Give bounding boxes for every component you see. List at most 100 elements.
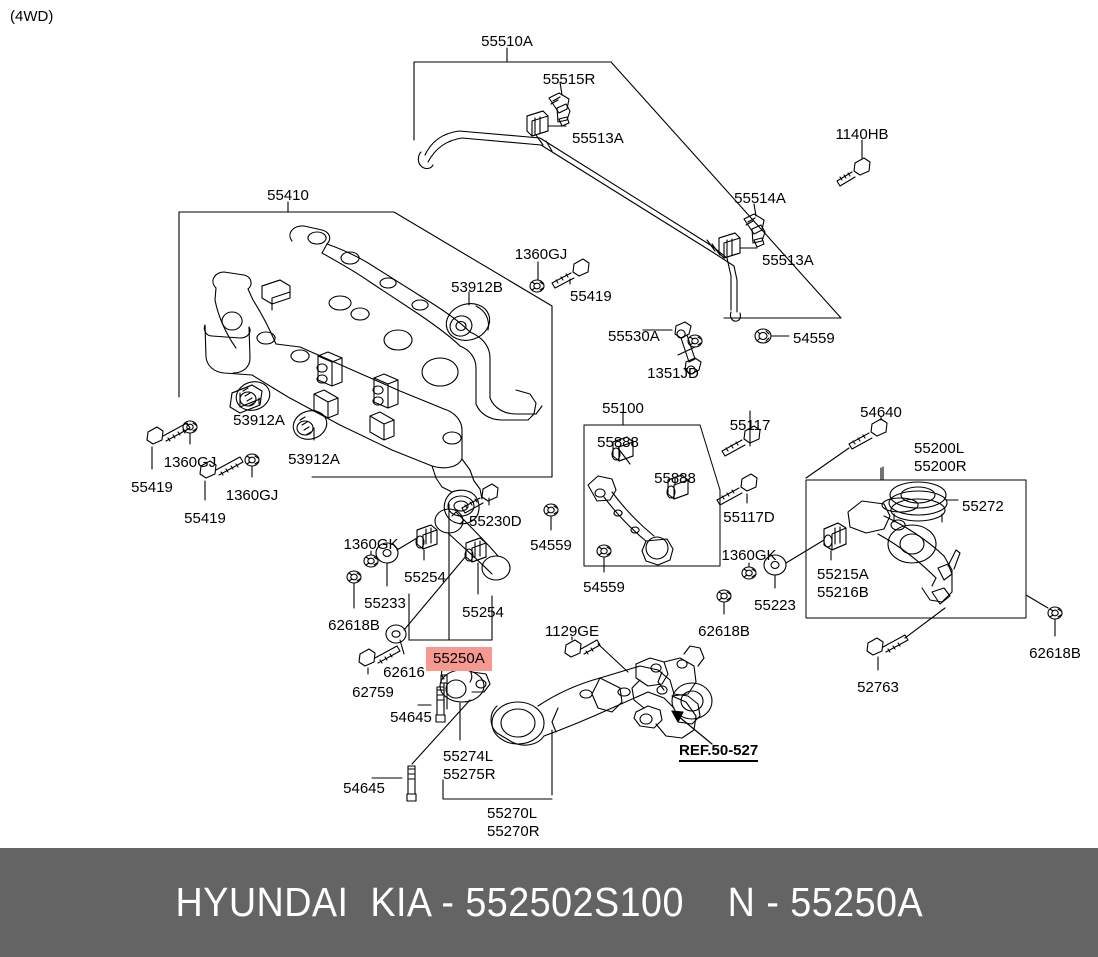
nut-1360gk-right: [741, 566, 757, 580]
bolt-1140hb: [836, 157, 871, 187]
nut-1351jd: [687, 334, 703, 348]
part-label-54559[interactable]: 54559: [530, 537, 572, 554]
bushing-53912a-2: [292, 410, 328, 440]
part-label-55274l[interactable]: 55274L: [443, 748, 494, 765]
part-label-55254[interactable]: 55254: [404, 569, 446, 586]
part-label-54645[interactable]: 54645: [343, 780, 385, 797]
bushing-53912b: [445, 303, 491, 341]
part-label-1360gj[interactable]: 1360GJ: [225, 487, 279, 504]
part-label-55117[interactable]: 55117: [729, 417, 771, 434]
part-label-54640[interactable]: 54640: [860, 404, 902, 421]
leader-62618b-box: [1025, 594, 1049, 609]
part-label-55510a[interactable]: 55510A: [481, 33, 533, 50]
part-label-55117d[interactable]: 55117D: [723, 509, 775, 526]
part-label-1360gj[interactable]: 1360GJ: [163, 454, 217, 471]
part-label-1360gk[interactable]: 1360GK: [343, 536, 399, 553]
part-label-55270r[interactable]: 55270R: [487, 823, 540, 840]
leader-1129ge-arm: [597, 643, 629, 673]
part-label-54645[interactable]: 54645: [390, 709, 432, 726]
exploded-parts-artwork: [146, 47, 1063, 802]
bushing-55215a: [823, 522, 847, 551]
part-label-55419[interactable]: 55419: [131, 479, 173, 496]
part-label-55513a[interactable]: 55513A: [762, 252, 814, 269]
bolt-62759: [358, 645, 401, 667]
knuckle-ref-50-527: [631, 645, 713, 739]
leader-55223-bush: [785, 539, 825, 564]
part-label-53912a[interactable]: 53912A: [233, 412, 285, 429]
part-label-55514a[interactable]: 55514A: [734, 190, 786, 207]
leader-55515r: [559, 81, 563, 96]
part-label-55272[interactable]: 55272: [962, 498, 1004, 515]
part-label-55233[interactable]: 55233: [364, 595, 406, 612]
part-label-55270l[interactable]: 55270L: [487, 805, 538, 822]
part-label-1140hb[interactable]: 1140HB: [835, 126, 889, 143]
group-box-55510a: [413, 47, 842, 319]
part-label-1360gj[interactable]: 1360GJ: [514, 246, 568, 263]
bracket-55270: [442, 785, 553, 800]
group-box-55200: [805, 466, 1027, 619]
part-label-55888[interactable]: 55888: [654, 470, 696, 487]
bushing-55513a-right: [718, 232, 741, 259]
part-label-52763[interactable]: 52763: [857, 679, 899, 696]
part-label-55216b[interactable]: 55216B: [817, 584, 869, 601]
part-label-55200l[interactable]: 55200L: [914, 440, 965, 457]
part-label-53912b[interactable]: 53912B: [451, 279, 503, 296]
part-label-54559[interactable]: 54559: [583, 579, 625, 596]
part-label-54559[interactable]: 54559: [793, 330, 835, 347]
arrow-ref-50-527: [671, 710, 713, 745]
bolt-1129ge: [564, 639, 601, 658]
leader-62616-bush: [403, 555, 467, 631]
bolt-55230d: [461, 483, 499, 514]
bracket-55514a: [743, 213, 766, 248]
leader-55233-bush: [396, 537, 418, 551]
part-label-62759[interactable]: 62759: [352, 684, 394, 701]
part-label-55513a[interactable]: 55513A: [572, 130, 624, 147]
bushing-55513a-left: [526, 110, 549, 137]
bolt-52763: [866, 634, 909, 656]
part-label-55100[interactable]: 55100: [602, 400, 644, 417]
group-box-55100: [583, 412, 721, 567]
part-label-55200r[interactable]: 55200R: [914, 458, 967, 475]
part-label-1360gk[interactable]: 1360GK: [721, 547, 777, 564]
part-label-55410[interactable]: 55410: [267, 187, 309, 204]
part-label-55419[interactable]: 55419: [184, 510, 226, 527]
bolt-55419-3: [551, 258, 590, 289]
drive-mode-label: (4WD): [10, 8, 54, 25]
part-label-53912a[interactable]: 53912A: [288, 451, 340, 468]
spring-insulator-55272: [881, 481, 948, 523]
bracket-55515r: [548, 92, 571, 127]
part-label-62618b[interactable]: 62618B: [1029, 645, 1081, 662]
bolt-54645-2: [406, 765, 417, 802]
part-label-62616[interactable]: 62616: [383, 664, 425, 681]
bushing-53912a-1: [235, 381, 271, 411]
part-label-62618b[interactable]: 62618B: [698, 623, 750, 640]
bolt-54645-1: [435, 686, 446, 723]
part-label-62618b[interactable]: 62618B: [328, 617, 380, 634]
bushing-55254-2: [464, 537, 487, 563]
part-label-55254[interactable]: 55254: [462, 604, 504, 621]
part-label-55515r[interactable]: 55515R: [542, 71, 596, 88]
nut-54559-a: [543, 503, 559, 517]
part-label-55530a[interactable]: 55530A: [608, 328, 660, 345]
leader-55888-1: [617, 447, 631, 465]
part-label-55223[interactable]: 55223: [754, 597, 796, 614]
nut-62618b-left: [346, 570, 362, 584]
part-label-55215a[interactable]: 55215A: [817, 566, 869, 583]
footer-banner: HYUNDAI KIA - 552502S100 N - 55250A: [0, 848, 1098, 957]
part-label-1351jd[interactable]: 1351JD: [647, 365, 699, 382]
part-label-55888[interactable]: 55888: [597, 434, 639, 451]
nut-62618b-right: [1047, 606, 1063, 620]
lower-arm-55200: [847, 500, 961, 605]
part-label-55230d[interactable]: 55230D: [469, 513, 522, 530]
part-label-1129ge[interactable]: 1129GE: [545, 623, 599, 640]
leader-52763-arm: [904, 607, 946, 639]
part-label-55275r[interactable]: 55275R: [443, 766, 496, 783]
bolt-55419-1: [146, 422, 191, 445]
washer-62616: [385, 624, 407, 644]
reference-label[interactable]: REF.50-527: [679, 742, 759, 762]
nut-54559-stab: [754, 328, 772, 344]
part-label-55419[interactable]: 55419: [570, 288, 612, 305]
bolt-55117: [721, 425, 761, 457]
highlighted-part-label-55250a[interactable]: 55250A: [426, 647, 492, 671]
